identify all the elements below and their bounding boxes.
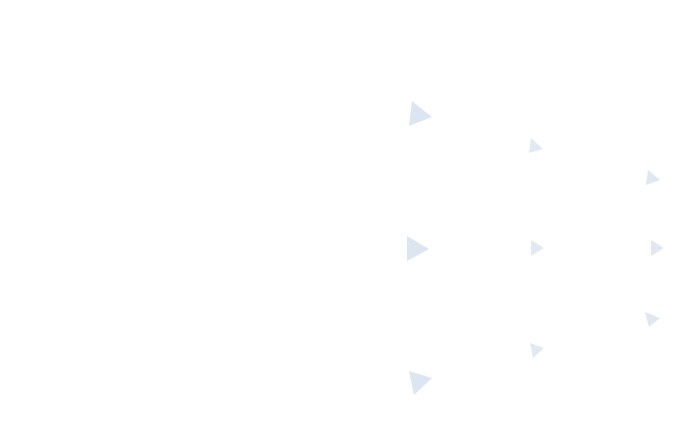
triangle-middle-middle [531,240,544,256]
triangle-outer-bottom [645,312,660,327]
triangle-inner-bottom [409,371,432,395]
triangle-inner-middle [407,236,429,261]
triangle-outer-middle [651,240,664,256]
triangle-outer-top [646,170,660,185]
triangle-inner-top [409,101,432,126]
triangle-middle-top [529,138,543,153]
triangle-middle-bottom [530,343,544,358]
